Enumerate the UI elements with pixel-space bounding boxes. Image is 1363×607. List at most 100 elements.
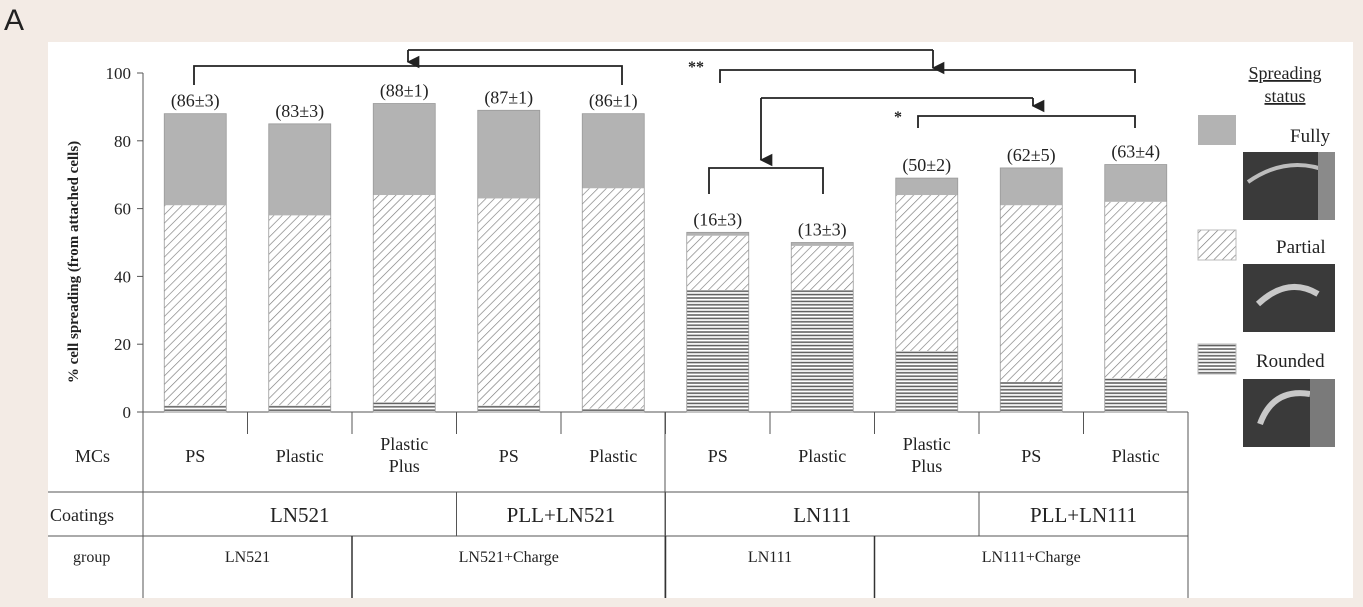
mc-label: PS: [708, 446, 728, 466]
bar-segment-fully: [373, 103, 436, 196]
bracket-single-star: [917, 115, 1136, 128]
bar-segment-rounded: [791, 289, 854, 412]
bar-value-label: (50±2): [902, 155, 951, 176]
legend-image-partial: [1243, 264, 1335, 332]
bar-outline: [372, 103, 436, 413]
y-tick-label: 60: [114, 200, 131, 219]
y-tick-label: 20: [114, 335, 131, 354]
bar-segment-fully: [895, 178, 958, 196]
bar-segment-rounded: [1000, 381, 1063, 412]
bar-value-labels: (86±3) (83±3) (88±1) (87±1) (86±1) (16±3) (13±…: [171, 81, 1160, 241]
bar-segment-partial: [268, 215, 331, 406]
bar-segment-partial: [686, 235, 749, 290]
bar-value-label: (87±1): [484, 87, 533, 108]
panel-label: A: [4, 4, 25, 37]
legend-swatch-partial: [1197, 229, 1237, 261]
bar-segment-partial: [477, 198, 540, 406]
bar-value-label: (88±1): [380, 81, 429, 102]
bar-value-label: (86±3): [171, 91, 220, 112]
mc-label: PS: [1021, 446, 1041, 466]
significance-brackets: [193, 49, 1136, 194]
mc-label: PS: [499, 446, 519, 466]
legend-title-line2: status: [1264, 86, 1305, 106]
bar-segment-fully: [1000, 167, 1063, 206]
bar-segment-rounded: [895, 350, 958, 412]
group-label: LN111: [748, 549, 792, 566]
mc-label: Plastic: [589, 446, 637, 466]
legend-label-rounded: Rounded: [1256, 351, 1325, 372]
stacked-bar-chart: % cell spreading (from attached cells) 0…: [48, 49, 1335, 598]
bar-segment-fully: [268, 123, 331, 216]
bar-segment-rounded: [164, 405, 227, 412]
bar-segment-fully: [1104, 164, 1167, 202]
bar-segment-fully: [686, 232, 749, 236]
bars: [163, 103, 1168, 413]
bar-outline: [581, 113, 645, 413]
mc-label: Plastic: [903, 434, 951, 454]
group-header: group: [73, 549, 110, 566]
bar-segment-rounded: [373, 401, 436, 412]
group-label: LN521+Charge: [459, 549, 559, 566]
bar-value-label: (16±3): [693, 209, 742, 230]
y-tick-label: 100: [106, 64, 132, 83]
bar-segment-partial: [1000, 205, 1063, 382]
y-tick-label: 80: [114, 132, 131, 151]
legend: Spreading status Fully Partial Rounded: [1197, 63, 1335, 447]
bar-segment-rounded: [268, 405, 331, 412]
coating-label: LN521: [270, 503, 330, 527]
bar-value-label: (83±3): [275, 101, 324, 122]
bar-segment-fully: [164, 113, 227, 206]
legend-title-line1: Spreading: [1249, 63, 1322, 83]
mc-label: Plastic: [798, 446, 846, 466]
y-tick-label: 0: [123, 403, 132, 422]
bracket-double-star: [719, 69, 1136, 83]
bar-segment-fully: [582, 113, 645, 189]
bar-value-label: (13±3): [798, 220, 847, 241]
mc-label: PS: [185, 446, 205, 466]
mc-label: Plus: [911, 456, 942, 476]
significance-double-star: **: [688, 59, 704, 76]
figure-area: % cell spreading (from attached cells) 0…: [48, 42, 1353, 598]
bar-segment-fully: [477, 110, 540, 199]
legend-label-fully: Fully: [1290, 126, 1331, 147]
bar-outline: [268, 123, 332, 413]
coatings-header: Coatings: [50, 505, 114, 525]
bar-segment-partial: [164, 205, 227, 406]
bar-outline: [895, 177, 959, 413]
mc-label: Plus: [389, 456, 420, 476]
legend-image-rounded: [1243, 379, 1335, 447]
group-label: LN521: [225, 549, 270, 566]
mcs-header: MCs: [75, 446, 110, 466]
bar-outline: [163, 113, 227, 413]
bar-outline: [999, 167, 1063, 413]
bar-outline: [477, 109, 541, 413]
coating-label: PLL+LN521: [507, 503, 616, 527]
bar-value-label: (62±5): [1007, 145, 1056, 166]
significance-single-star: *: [894, 109, 902, 126]
mc-label: Plastic: [380, 434, 428, 454]
bar-segment-rounded: [582, 408, 645, 412]
mc-label: Plastic: [1112, 446, 1160, 466]
bar-segment-partial: [582, 188, 645, 409]
bar-outline: [1104, 164, 1168, 413]
bar-segment-rounded: [477, 405, 540, 412]
y-tick-label: 40: [114, 267, 131, 286]
mc-label: Plastic: [276, 446, 324, 466]
bar-segment-partial: [895, 195, 958, 351]
bar-segment-rounded: [686, 289, 749, 412]
legend-image-fully: [1243, 152, 1335, 220]
bar-segment-fully: [791, 242, 854, 246]
legend-swatch-fully: [1198, 115, 1236, 145]
bar-value-label: (63±4): [1111, 142, 1160, 163]
bar-segment-rounded: [1104, 378, 1167, 412]
legend-label-partial: Partial: [1276, 237, 1326, 258]
bar-outline: [686, 231, 750, 413]
bar-value-label: (86±1): [589, 91, 638, 112]
coating-label: LN111: [793, 503, 851, 527]
bar-segment-partial: [373, 195, 436, 402]
legend-swatch-rounded: [1197, 343, 1237, 375]
bar-segment-partial: [791, 245, 854, 290]
